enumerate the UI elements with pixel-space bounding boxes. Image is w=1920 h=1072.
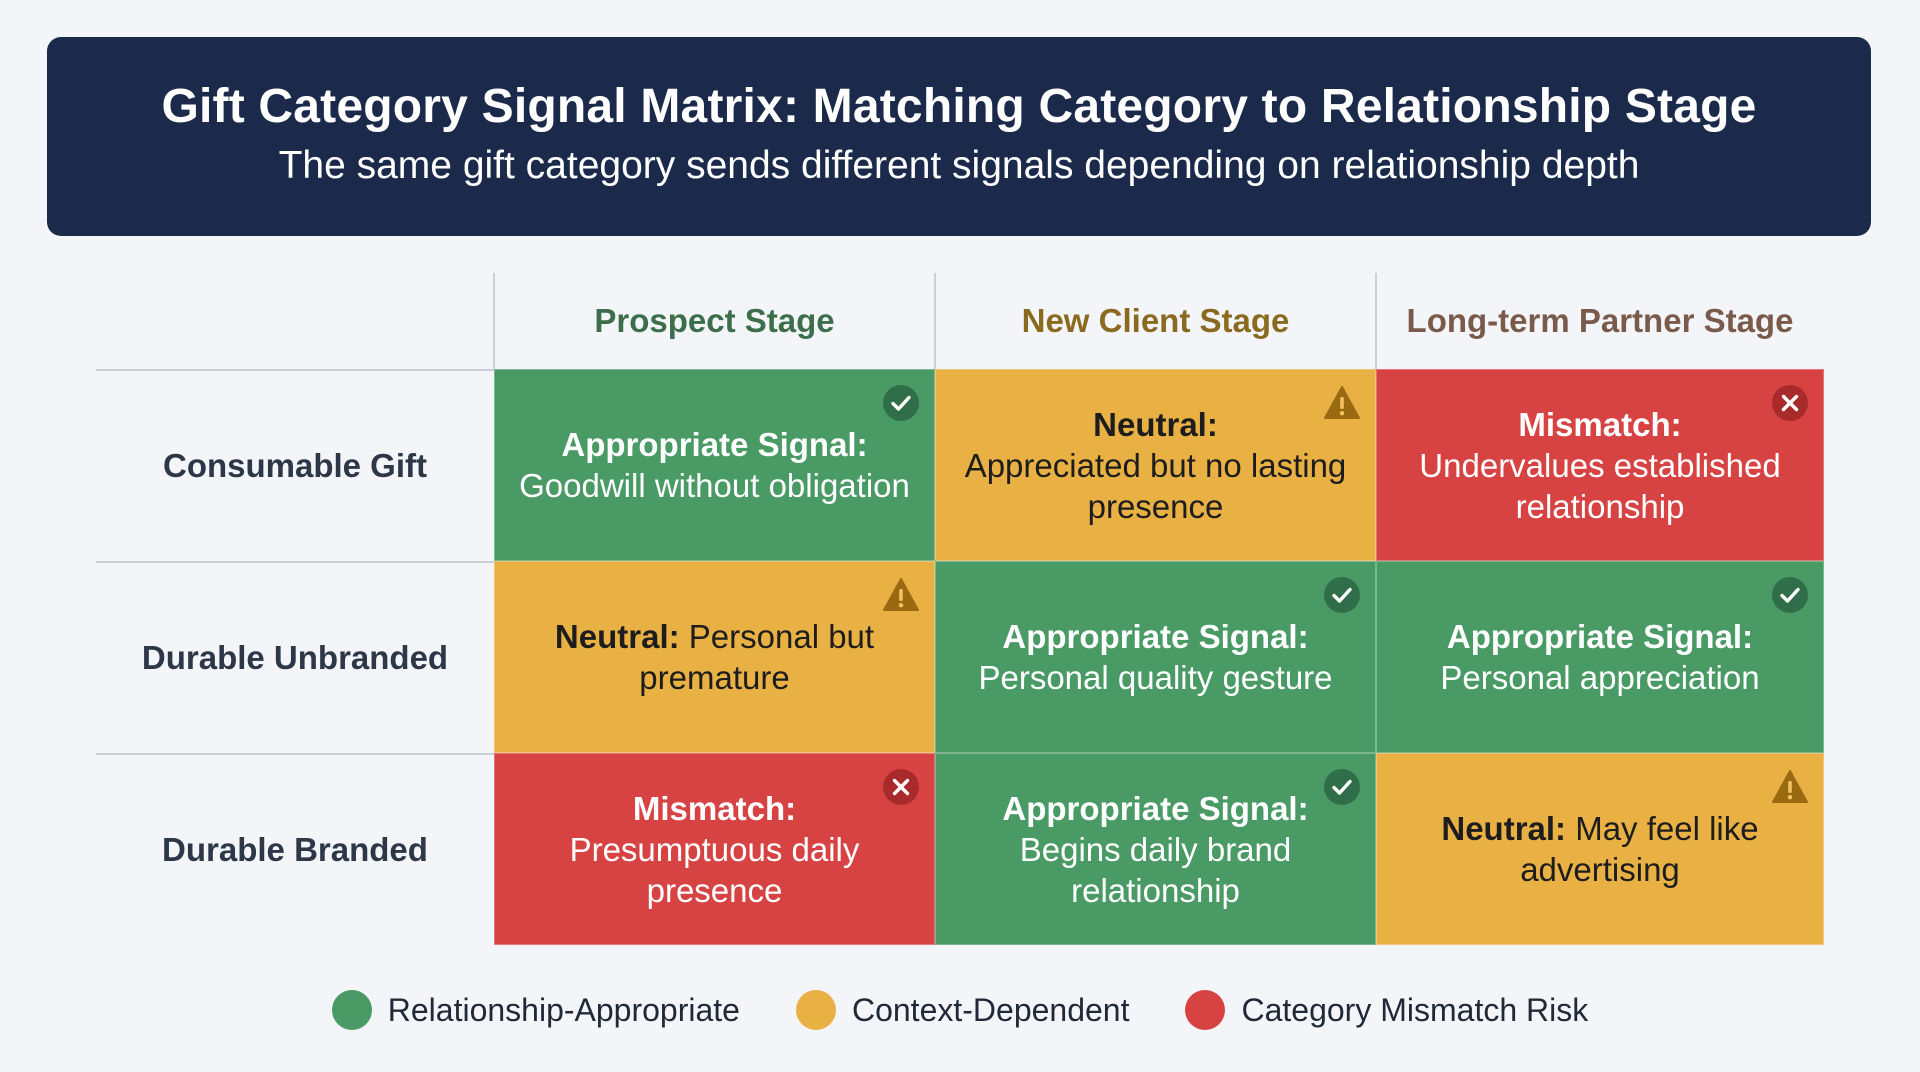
cell-text: Neutral: May feel like advertising xyxy=(1399,808,1801,890)
signal-description: Presumptuous daily presence xyxy=(569,830,860,909)
matrix-cell: Neutral: Personal but premature xyxy=(494,561,935,753)
signal-description: Goodwill without obligation xyxy=(519,467,910,504)
signal-label: Appropriate Signal: xyxy=(561,426,868,463)
signal-matrix: Prospect Stage New Client Stage Long-term … xyxy=(96,273,1824,947)
signal-description: May feel like advertising xyxy=(1520,810,1759,888)
warning-icon xyxy=(1771,768,1809,806)
cell-text: Neutral:Appreciated but no lasting prese… xyxy=(958,404,1353,527)
signal-description: Appreciated but no lasting presence xyxy=(964,446,1347,525)
signal-label: Neutral: xyxy=(1093,405,1218,443)
legend-dot-icon xyxy=(1185,990,1226,1030)
page-title: Gift Category Signal Matrix: Matching Ca… xyxy=(161,79,1757,133)
check-icon xyxy=(882,384,920,422)
signal-label: Appropriate Signal: xyxy=(1446,618,1754,655)
legend-label: Context-Dependent xyxy=(851,991,1130,1028)
legend-item: Context-Dependent xyxy=(795,990,1130,1030)
matrix-cell: Appropriate Signal: Personal quality gest… xyxy=(935,561,1376,753)
matrix-cell: Mismatch:Presumptuous daily presence xyxy=(494,753,935,945)
cell-text: Appropriate Signal:Begins daily brand re… xyxy=(958,788,1353,911)
cell-text: Appropriate Signal: Goodwill without obli… xyxy=(519,424,910,506)
matrix-cell: Neutral: May feel like advertising xyxy=(1376,753,1824,945)
column-header-3: Long-term Partner Stage xyxy=(1406,302,1794,339)
cell-text: Mismatch:Undervalues established relatio… xyxy=(1399,404,1801,527)
page-subtitle: The same gift category sends different s… xyxy=(278,143,1640,187)
signal-label: Neutral: xyxy=(554,618,680,655)
signal-description: Personal quality gesture xyxy=(978,659,1333,696)
legend-item: Relationship-Appropriate xyxy=(331,990,740,1030)
legend: Relationship-Appropriate Context-Dependen… xyxy=(0,988,1920,1032)
legend-dot-icon xyxy=(331,990,372,1030)
column-header-2: New Client Stage xyxy=(1021,302,1290,339)
cell-text: Appropriate Signal: Personal quality gest… xyxy=(978,616,1332,698)
legend-label: Relationship-Appropriate xyxy=(387,991,740,1028)
matrix-cell: Appropriate Signal: Personal appreciation xyxy=(1376,561,1824,753)
matrix-cell: Appropriate Signal: Goodwill without obli… xyxy=(494,369,935,561)
signal-description: Begins daily brand relationship xyxy=(1019,830,1292,909)
signal-label: Appropriate Signal: xyxy=(1002,618,1309,655)
matrix-cell: Appropriate Signal:Begins daily brand re… xyxy=(935,753,1376,945)
check-icon xyxy=(1323,576,1361,614)
header-divider xyxy=(934,273,936,369)
row-header-3: Durable Branded xyxy=(96,753,494,945)
signal-label: Appropriate Signal: xyxy=(1002,789,1309,827)
matrix-cell: Mismatch:Undervalues established relatio… xyxy=(1376,369,1824,561)
signal-description: Personal but premature xyxy=(639,618,875,696)
signal-label: Mismatch: xyxy=(632,789,797,827)
warning-icon xyxy=(1323,384,1361,422)
row-header-1: Consumable Gift xyxy=(96,369,494,561)
close-icon xyxy=(882,768,920,806)
cell-text: Neutral: Personal but premature xyxy=(517,616,912,698)
signal-description: Personal appreciation xyxy=(1440,659,1760,696)
row-header-2: Durable Unbranded xyxy=(96,561,494,753)
signal-description: Undervalues established relationship xyxy=(1419,446,1781,525)
check-icon xyxy=(1771,576,1809,614)
cell-text: Appropriate Signal: Personal appreciation xyxy=(1440,616,1759,698)
legend-label: Category Mismatch Risk xyxy=(1241,991,1589,1028)
check-icon xyxy=(1323,768,1361,806)
legend-item: Category Mismatch Risk xyxy=(1185,990,1588,1030)
header-banner: Gift Category Signal Matrix: Matching Ca… xyxy=(47,37,1871,236)
header-divider xyxy=(1375,273,1377,369)
column-header-1: Prospect Stage xyxy=(594,302,835,339)
signal-label: Mismatch: xyxy=(1518,405,1682,443)
signal-label: Neutral: xyxy=(1441,810,1567,847)
close-icon xyxy=(1771,384,1809,422)
legend-dot-icon xyxy=(795,990,836,1030)
header-divider xyxy=(493,273,495,369)
matrix-cell: Neutral:Appreciated but no lasting prese… xyxy=(935,369,1376,561)
cell-text: Mismatch:Presumptuous daily presence xyxy=(517,788,912,911)
warning-icon xyxy=(882,576,920,614)
